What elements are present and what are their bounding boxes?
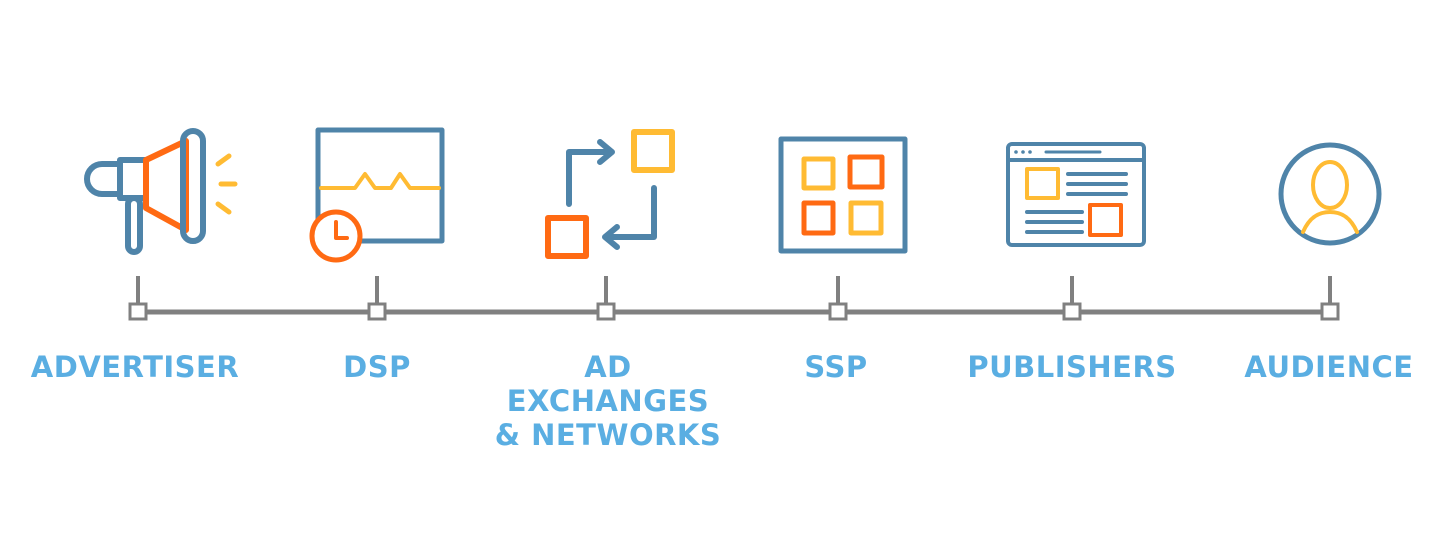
- label-line: AUDIENCE: [1244, 350, 1414, 384]
- user-circle-icon: [1278, 142, 1382, 246]
- timeline-node-audience: [1320, 276, 1340, 321]
- label-line: ADVERTISER: [30, 350, 240, 384]
- stage-label-dsp: DSP: [343, 350, 411, 384]
- stage-label-ssp: SSP: [804, 350, 867, 384]
- label-line: AD: [584, 350, 632, 384]
- label-line: DSP: [343, 350, 411, 384]
- timeline-node-advertiser: [128, 276, 148, 321]
- stage-label-advertiser: ADVERTISER: [31, 350, 239, 384]
- timeline-node-dsp: [367, 276, 387, 321]
- stage-label-audience: AUDIENCE: [1244, 350, 1413, 384]
- label-line: PUBLISHERS: [967, 350, 1177, 384]
- browser-window-icon: [1006, 142, 1146, 247]
- timeline-node-ssp: [828, 276, 848, 321]
- megaphone-icon: [84, 128, 238, 255]
- stage-label-ad-exchanges: AD EXCHANGES & NETWORKS: [495, 350, 722, 452]
- stage-label-publishers: PUBLISHERS: [967, 350, 1176, 384]
- label-line: SSP: [804, 350, 868, 384]
- timeline-node-publishers: [1062, 276, 1082, 321]
- label-line: EXCHANGES: [506, 384, 710, 418]
- exchange-arrows-icon: [545, 129, 675, 259]
- monitor-clock-icon: [309, 127, 445, 263]
- label-line: & NETWORKS: [494, 418, 722, 452]
- grid-squares-icon: [778, 136, 908, 254]
- timeline-node-ad-exchanges: [596, 276, 616, 321]
